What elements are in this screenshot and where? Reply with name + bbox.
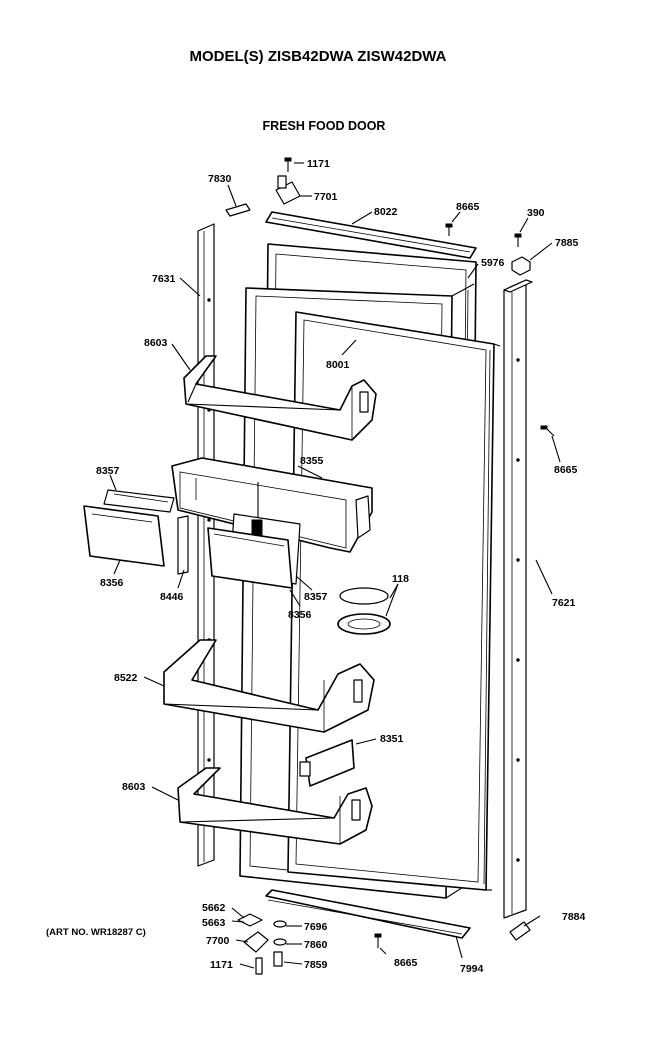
label-8522: 8522 [114,672,138,684]
top-cap-8022 [265,211,477,259]
label-8603-top: 8603 [144,337,168,349]
label-7884: 7884 [562,911,586,923]
label-7631: 7631 [152,273,176,285]
hinge-cap-7884 [509,921,531,941]
part-labels: 1171 7830 7701 8022 8665 390 7885 5976 7… [96,158,586,975]
label-390: 390 [527,207,545,219]
label-8001: 8001 [326,359,350,371]
part-5662-5663 [237,913,263,927]
label-7700: 7700 [206,935,230,947]
label-8351: 8351 [380,733,404,745]
label-8665-right: 8665 [554,464,578,476]
label-5976: 5976 [481,257,505,269]
door-shelf-8603-bottom [177,767,373,845]
screw-390 [514,233,522,247]
label-7701: 7701 [314,191,338,203]
label-8357-left: 8357 [96,465,120,477]
hinge-cap-7885 [511,256,531,276]
label-1171-top: 1171 [307,158,330,170]
pin-7859 [273,951,283,967]
label-8356-left: 8356 [100,577,124,589]
label-7621: 7621 [552,597,576,609]
label-7859: 7859 [304,959,328,971]
label-8357-mid: 8357 [304,591,328,603]
hinge-7700 [243,931,269,953]
label-8603-bottom: 8603 [122,781,146,793]
label-7830: 7830 [208,173,232,185]
hinge-7701 [275,175,301,205]
label-7696: 7696 [304,921,328,933]
door-rail-7621 [503,279,533,919]
bin-8351 [299,739,355,787]
diagram-title: MODEL(S) ZISB42DWA ZISW42DWA [190,48,447,65]
label-7885: 7885 [555,237,579,249]
bottom-cap-7994 [265,889,471,939]
label-5663: 5663 [202,917,226,929]
screw-8665-right [540,425,555,437]
washer-7860 [273,938,287,946]
label-8355: 8355 [300,455,324,467]
leader-lines [109,162,561,969]
label-118: 118 [392,573,409,585]
label-7994: 7994 [460,963,484,975]
label-8665-bottom: 8665 [394,957,418,969]
label-8446: 8446 [160,591,184,603]
art-number: (ART NO. WR18287 C) [46,927,146,938]
door-shelf-8603-top [183,355,377,441]
label-1171-bottom: 1171 [210,959,233,971]
washer-7696 [273,920,287,928]
label-8665-top: 8665 [456,201,480,213]
bin-door-8356-left [83,505,165,567]
label-7860: 7860 [304,939,328,951]
bin-hinge-8446 [177,515,189,575]
screw-1171-bottom [255,957,263,975]
label-8356-mid: 8356 [288,609,312,621]
door-shelf-8522 [163,639,375,733]
diagram-subtitle: FRESH FOOD DOOR [263,119,386,133]
hinge-7830 [225,203,251,217]
dairy-bin-8355 [171,457,373,553]
screw-8665-top [445,223,453,236]
screw-1171-top [284,157,292,172]
screw-8665-bottom [374,933,382,948]
bin-door-8356-mid [207,527,293,589]
label-8022: 8022 [374,206,398,218]
part-118 [337,587,391,635]
bin-door-8357-left [103,489,175,513]
label-5662: 5662 [202,902,226,914]
